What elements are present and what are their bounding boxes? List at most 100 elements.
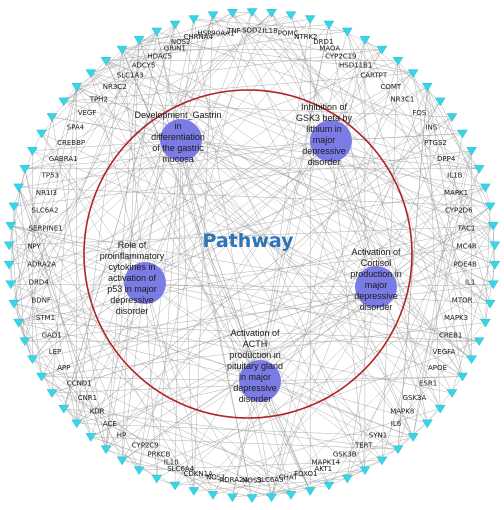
gene-triangle-icon[interactable] — [85, 433, 97, 442]
gene-node-bdnf[interactable]: BDNF — [8, 297, 51, 309]
gene-node-cdkn1a[interactable]: CDKN1A — [184, 470, 214, 496]
gene-node-ptgs2[interactable]: PTGS2 — [424, 129, 468, 147]
gene-node-pomc[interactable]: POMC — [278, 11, 299, 38]
gene-node-gad1[interactable]: GAD1 — [19, 331, 62, 347]
gene-node-tnf[interactable]: TNF — [226, 9, 241, 35]
gene-node-ntrk2[interactable]: NTRK2 — [294, 15, 318, 41]
gene-triangle-icon[interactable] — [341, 27, 353, 37]
gene-triangle-icon[interactable] — [19, 337, 31, 347]
gene-node-comt[interactable]: COMT — [380, 69, 419, 91]
gene-node-vegfa[interactable]: VEGFA — [432, 348, 477, 365]
gene-triangle-icon[interactable] — [246, 494, 258, 503]
gene-node-nr3c1[interactable]: NR3C1 — [390, 82, 433, 104]
gene-triangle-icon[interactable] — [392, 57, 404, 66]
gene-triangle-icon[interactable] — [58, 404, 70, 414]
gene-node-mapk1[interactable]: MAPK1 — [444, 183, 491, 197]
gene-node-tac1[interactable]: TAC1 — [457, 222, 499, 232]
gene-node-il6[interactable]: IL6 — [391, 420, 419, 442]
gene-triangle-icon[interactable] — [421, 419, 433, 429]
gene-node-sod2[interactable]: SOD2 — [242, 8, 262, 35]
gene-node-il1[interactable]: IL1 — [465, 279, 499, 290]
gene-triangle-icon[interactable] — [133, 466, 145, 476]
gene-node-chrna4[interactable]: CHRNA4 — [183, 15, 213, 41]
gene-node-tph2[interactable]: TPH2 — [71, 82, 108, 104]
gene-node-hsp90aa1[interactable]: HSP90AA1 — [197, 11, 234, 38]
gene-triangle-icon[interactable] — [46, 113, 58, 122]
gene-node-dpp4[interactable]: DPP4 — [437, 147, 477, 163]
gene-triangle-icon[interactable] — [13, 318, 24, 328]
gene-node-spa4[interactable]: SPA4 — [46, 113, 85, 132]
gene-node-ace[interactable]: ACE — [85, 420, 117, 442]
gene-triangle-icon[interactable] — [19, 165, 31, 174]
gene-node-syn1[interactable]: SYN1 — [369, 431, 404, 455]
gene-triangle-icon[interactable] — [484, 202, 496, 212]
gene-triangle-icon[interactable] — [457, 129, 468, 139]
gene-triangle-icon[interactable] — [246, 8, 258, 17]
gene-triangle-icon[interactable] — [457, 372, 468, 382]
gene-node-gsk3b[interactable]: GSK3B — [333, 451, 371, 476]
gene-triangle-icon[interactable] — [8, 202, 20, 212]
gene-triangle-icon[interactable] — [188, 15, 200, 24]
gene-triangle-icon[interactable] — [421, 82, 433, 92]
gene-node-crebbp[interactable]: CREBBP — [36, 129, 86, 147]
gene-triangle-icon[interactable] — [376, 456, 388, 466]
gene-triangle-icon[interactable] — [304, 487, 316, 496]
gene-node-creb1[interactable]: CREB1 — [439, 331, 485, 347]
gene-node-maoa[interactable]: MAOA — [319, 27, 353, 53]
gene-node-mtor[interactable]: MTOR — [452, 297, 496, 309]
gene-triangle-icon[interactable] — [480, 183, 491, 193]
gene-triangle-icon[interactable] — [3, 261, 15, 270]
pathway-node-circle[interactable] — [355, 266, 397, 308]
pathway-node-circle[interactable] — [160, 119, 202, 161]
gene-node-slc6a3[interactable]: SLC6A3 — [257, 476, 284, 503]
gene-triangle-icon[interactable] — [207, 491, 219, 500]
gene-node-drd4[interactable]: DRD4 — [5, 279, 49, 290]
gene-node-mapk3[interactable]: MAPK3 — [444, 314, 491, 328]
gene-triangle-icon[interactable] — [323, 481, 335, 491]
gene-triangle-icon[interactable] — [473, 337, 485, 347]
gene-node-gabra1[interactable]: GABRA1 — [27, 147, 78, 163]
gene-triangle-icon[interactable] — [323, 20, 335, 30]
gene-triangle-icon[interactable] — [151, 474, 163, 484]
gene-triangle-icon[interactable] — [376, 45, 388, 55]
gene-triangle-icon[interactable] — [359, 466, 371, 476]
gene-node-slc6a2[interactable]: SLC6A2 — [8, 202, 59, 215]
gene-node-akt1[interactable]: AKT1 — [315, 465, 335, 491]
gene-triangle-icon[interactable] — [487, 222, 499, 231]
gene-node-cnr1[interactable]: CNR1 — [58, 394, 97, 414]
gene-triangle-icon[interactable] — [473, 165, 485, 174]
pathway-node-circle[interactable] — [124, 262, 166, 304]
gene-node-hsd11b1[interactable]: HSD11B1 — [339, 45, 388, 69]
gene-node-gsk3a[interactable]: GSK3A — [403, 394, 446, 414]
gene-node-nr1i3[interactable]: NR1I3 — [13, 183, 57, 197]
gene-triangle-icon[interactable] — [266, 9, 277, 18]
gene-node-esr1[interactable]: ESR1 — [419, 379, 458, 398]
gene-triangle-icon[interactable] — [36, 129, 47, 139]
gene-triangle-icon[interactable] — [169, 20, 181, 30]
pathway-node-circle[interactable] — [239, 360, 281, 402]
gene-triangle-icon[interactable] — [446, 389, 458, 398]
gene-triangle-icon[interactable] — [480, 318, 491, 328]
gene-node-kdr[interactable]: KDR — [71, 407, 105, 429]
gene-triangle-icon[interactable] — [3, 241, 15, 251]
gene-triangle-icon[interactable] — [8, 299, 20, 309]
gene-node-nr3c2[interactable]: NR3C2 — [85, 69, 127, 91]
gene-triangle-icon[interactable] — [434, 404, 446, 414]
pathway-node-circle[interactable] — [310, 120, 352, 162]
gene-triangle-icon[interactable] — [36, 372, 47, 382]
gene-node-mapk8[interactable]: MAPK8 — [390, 407, 433, 429]
gene-triangle-icon[interactable] — [392, 445, 404, 455]
gene-triangle-icon[interactable] — [489, 261, 501, 270]
gene-triangle-icon[interactable] — [188, 487, 200, 496]
gene-triangle-icon[interactable] — [116, 456, 128, 466]
gene-triangle-icon[interactable] — [46, 389, 58, 398]
gene-triangle-icon[interactable] — [207, 11, 219, 21]
gene-triangle-icon[interactable] — [116, 45, 128, 55]
gene-node-slc1a3[interactable]: SLC1A3 — [100, 57, 144, 80]
gene-node-stm1[interactable]: STM1 — [13, 314, 56, 328]
gene-triangle-icon[interactable] — [285, 11, 297, 21]
gene-triangle-icon[interactable] — [58, 97, 70, 107]
